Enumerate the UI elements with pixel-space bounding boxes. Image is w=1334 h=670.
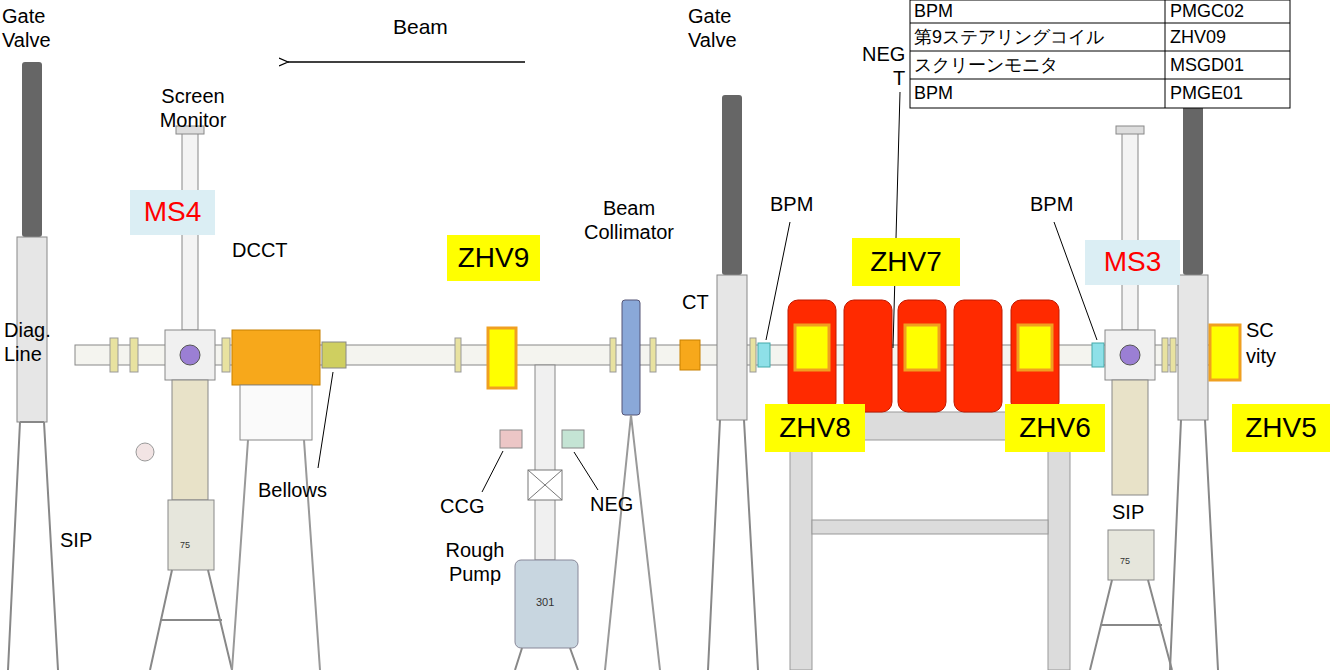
model-number: 301 bbox=[536, 596, 554, 609]
callout-label: ZHV6 bbox=[1019, 413, 1091, 444]
part-label: Rough Pump bbox=[440, 538, 510, 586]
callout-box: ZHV7 bbox=[852, 238, 960, 286]
part-label: DCCT bbox=[232, 238, 288, 262]
model-number: 75 bbox=[180, 540, 190, 551]
callout-box: ZHV5 bbox=[1232, 404, 1330, 452]
callout-box: ZHV9 bbox=[447, 235, 540, 281]
table-cell: ZHV09 bbox=[1170, 27, 1226, 49]
table-cell: MSGD01 bbox=[1170, 55, 1244, 77]
part-label: Beam Collimator bbox=[570, 196, 688, 244]
part-label: T bbox=[893, 66, 905, 90]
part-label: CT bbox=[682, 290, 709, 314]
part-label: SIP bbox=[1112, 500, 1144, 524]
callout-label: ZHV7 bbox=[870, 247, 942, 278]
callout-label: ZHV8 bbox=[779, 413, 851, 444]
part-label: Bellows bbox=[258, 478, 327, 502]
callout-label: ZHV5 bbox=[1245, 413, 1317, 444]
part-label: NEG bbox=[590, 492, 633, 516]
part-label: Gate Valve bbox=[688, 4, 754, 52]
table-cell: 第9ステアリングコイル bbox=[914, 27, 1104, 49]
part-label: SC bbox=[1246, 318, 1274, 342]
table-cell: PMGE01 bbox=[1170, 83, 1243, 105]
part-label: SIP bbox=[60, 528, 92, 552]
part-label: BPM bbox=[1030, 192, 1073, 216]
callout-label: ZHV9 bbox=[458, 243, 530, 274]
part-label: CCG bbox=[440, 494, 484, 518]
callout-box: ZHV8 bbox=[765, 404, 865, 452]
callout-box: MS3 bbox=[1085, 240, 1180, 285]
part-label: Gate Valve bbox=[2, 4, 68, 52]
beam-label: Beam bbox=[393, 14, 448, 39]
callout-label: MS4 bbox=[144, 197, 202, 228]
callout-box: MS4 bbox=[130, 190, 215, 235]
part-label: vity bbox=[1246, 344, 1276, 368]
model-number: 75 bbox=[1120, 556, 1130, 567]
part-label: NEG bbox=[862, 42, 905, 66]
table-cell: PMGC02 bbox=[1170, 1, 1244, 23]
part-label: Diag. Line bbox=[4, 318, 66, 366]
table-cell: BPM bbox=[914, 1, 953, 23]
table-cell: スクリーンモニタ bbox=[914, 55, 1058, 77]
table-cell: BPM bbox=[914, 83, 953, 105]
part-label: BPM bbox=[770, 192, 813, 216]
callout-box: ZHV6 bbox=[1005, 404, 1105, 452]
part-label: Screen Monitor bbox=[148, 84, 238, 132]
callout-label: MS3 bbox=[1104, 247, 1162, 278]
